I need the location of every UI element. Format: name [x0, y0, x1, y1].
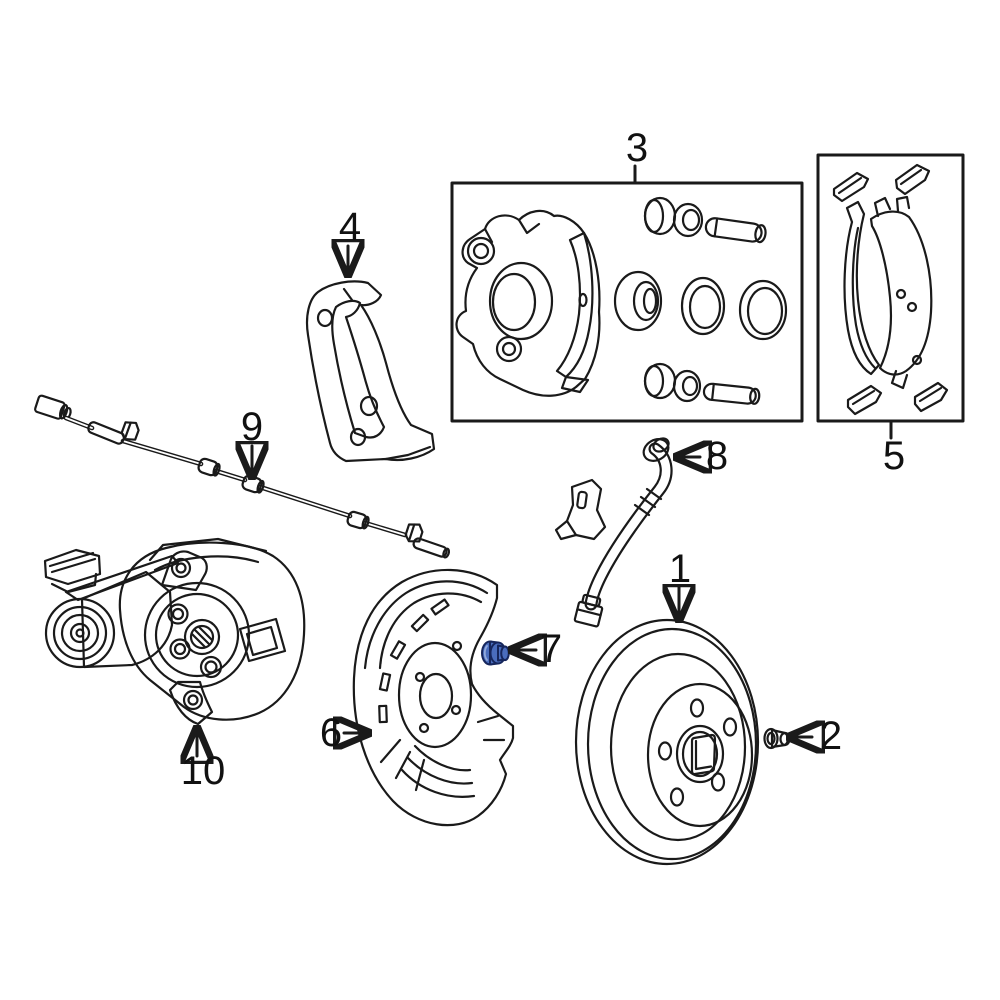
part-brake-hydraulic-hose: [554, 437, 673, 628]
callout-1-label: 1: [668, 547, 692, 591]
callout-10-label: 10: [180, 749, 226, 793]
callout-pointers: [197, 164, 893, 756]
cable-clip: [404, 523, 424, 543]
callout-9-label: 9: [240, 405, 264, 449]
callout-3-label: 3: [625, 126, 649, 170]
callout-5-label: 5: [882, 434, 906, 478]
callout-4-label: 4: [338, 205, 362, 249]
part-brake-caliper-hardware-kit: [450, 181, 804, 423]
part-caliper-mounting-bracket: [305, 280, 436, 463]
part-parking-brake-actuator: [43, 537, 306, 726]
callout-2-label: 2: [819, 714, 843, 758]
part-rotor-retainer-bolt: [763, 727, 791, 750]
callout-8-label: 8: [705, 434, 729, 478]
part-dust-shield-bolt: [481, 640, 510, 666]
callout-6-label: 6: [319, 711, 343, 755]
callout-7-label: 7: [539, 627, 563, 671]
part-wheel-speed-sensor-cable: [34, 394, 451, 559]
part-brake-rotor: [574, 618, 760, 866]
part-brake-pad-set: [816, 153, 965, 423]
part-brake-dust-shield: [352, 568, 515, 827]
cable-clip: [120, 421, 140, 441]
